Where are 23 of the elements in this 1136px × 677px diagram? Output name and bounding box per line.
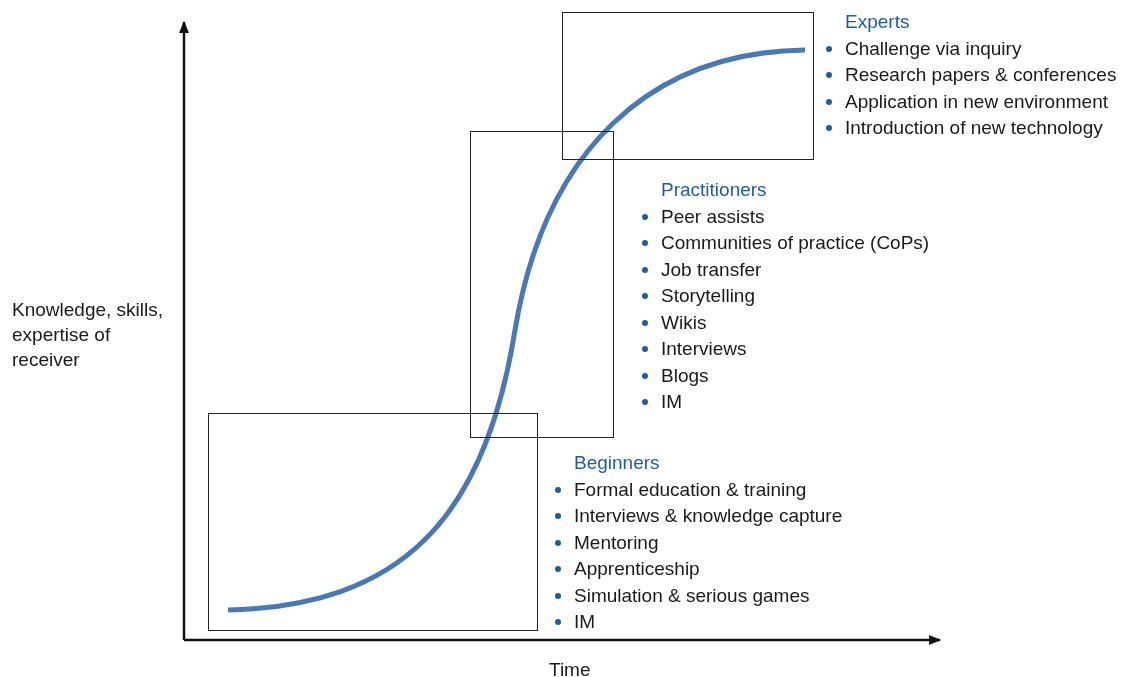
list-item: Apprenticeship: [574, 557, 700, 581]
group-heading: Experts: [844, 10, 911, 34]
group-heading: Practitioners: [660, 178, 768, 202]
list-item: Job transfer: [661, 257, 762, 282]
list-item: Mentoring: [574, 530, 659, 555]
list-item: IM: [574, 610, 596, 634]
list-item: Interviews & knowledge capture: [574, 504, 843, 528]
list-item: Wikis: [661, 310, 707, 335]
list-item: Formal education & training: [574, 477, 807, 502]
list-item: Simulation & serious games: [574, 583, 810, 608]
list-item: Challenge via inquiry: [845, 36, 1022, 61]
list-item: Peer assists: [661, 204, 765, 229]
list-item: Introduction of new technology: [845, 116, 1103, 140]
list-item: Storytelling: [661, 284, 755, 308]
list-item: Research papers & conferences: [845, 63, 1117, 87]
group-heading: Beginners: [573, 451, 661, 475]
list-item: Communities of practice (CoPs): [661, 231, 930, 255]
axis-label: Time: [549, 658, 592, 677]
list-item: Blogs: [661, 363, 709, 388]
axis-label: Knowledge, skills, expertise of receiver: [12, 298, 165, 372]
list-item: Application in new environment: [845, 89, 1108, 114]
list-item: Interviews: [661, 337, 747, 361]
list-item: IM: [661, 390, 683, 414]
